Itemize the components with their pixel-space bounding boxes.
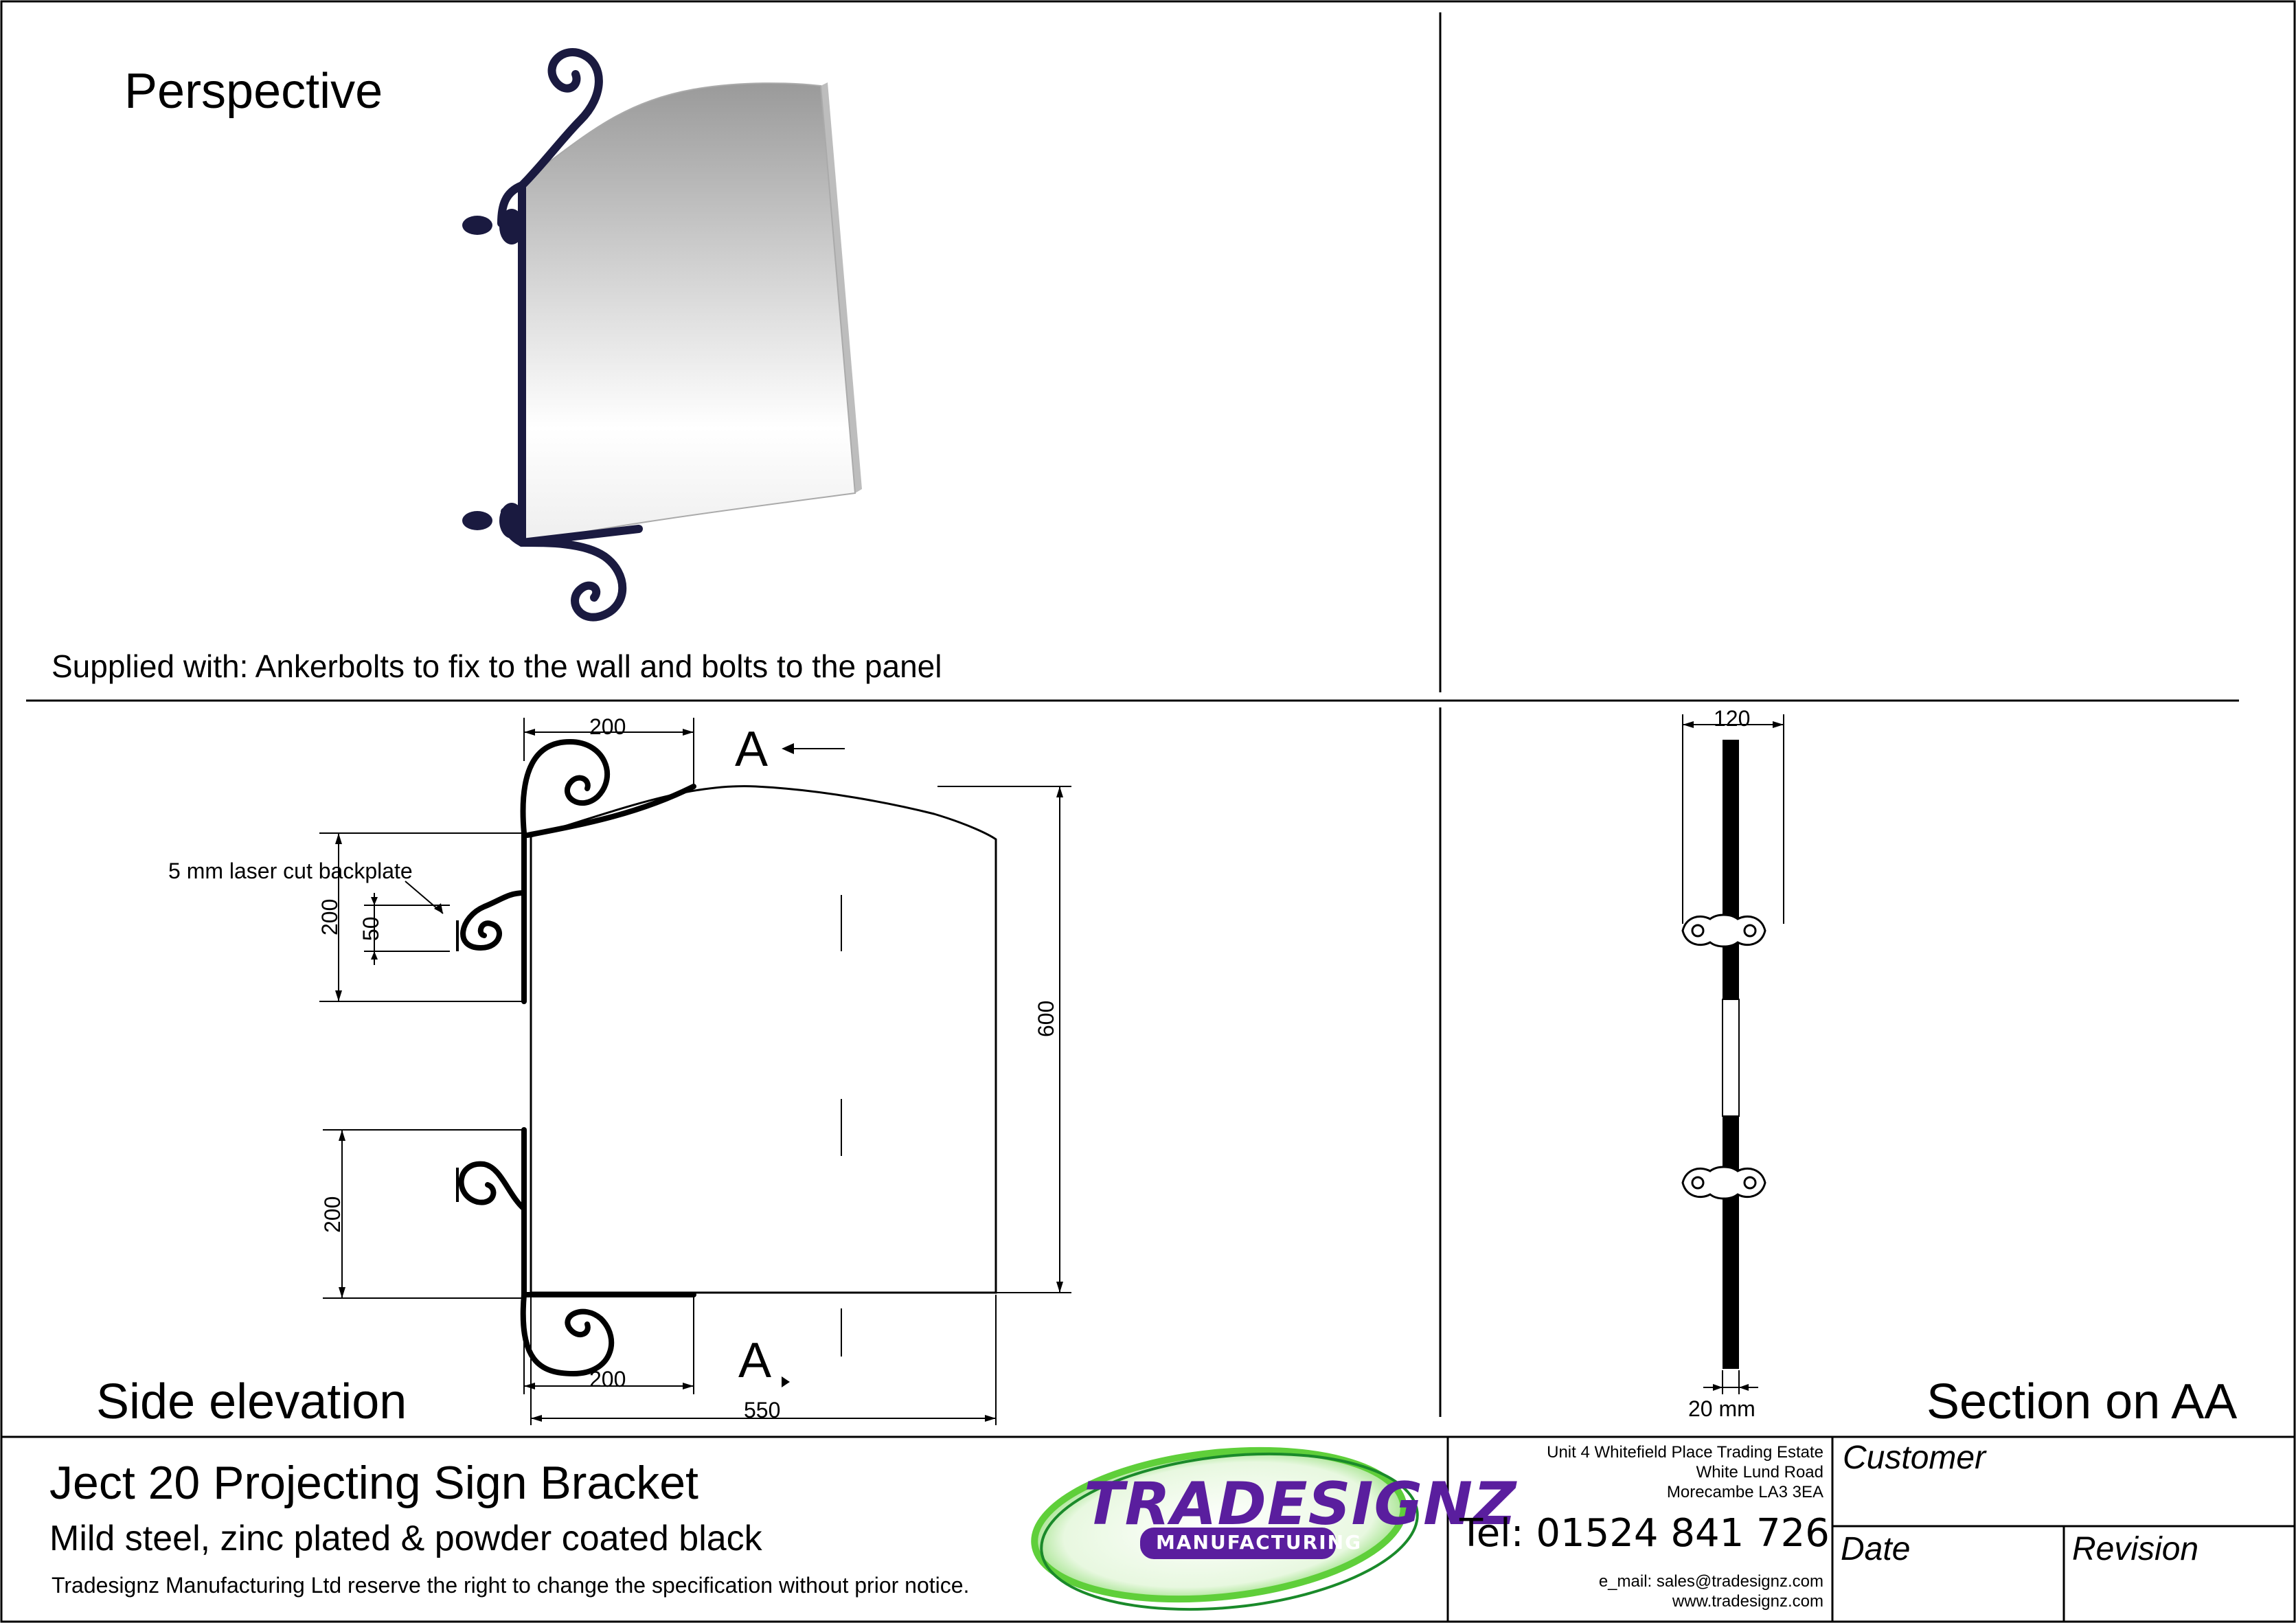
side-elevation-sign-panel — [530, 785, 997, 1294]
dimension-lines — [319, 718, 1071, 1425]
section-lower-plate — [1723, 1116, 1739, 1369]
perspective-sign-panel-edge — [821, 82, 862, 493]
section-fixing-plates — [1681, 913, 1766, 1200]
dim-upper-plate: 200 — [317, 898, 342, 935]
section-marker-bottom: A — [738, 1333, 772, 1388]
dim-section-thickness: 20 mm — [1688, 1396, 1755, 1421]
logo-wordmark: TRADESIGNZ — [1084, 1470, 1517, 1539]
company-address: Unit 4 Whitefield Place Trading Estate W… — [1547, 1442, 1823, 1502]
dim-lower-plate: 200 — [320, 1196, 345, 1233]
company-contact: e_mail: sales@tradesignz.com www.tradesi… — [1599, 1571, 1823, 1611]
date-label: Date — [1841, 1531, 1911, 1567]
dim-bracket-bottom: 200 — [589, 1367, 626, 1392]
tradesignz-logo — [1031, 1446, 1419, 1611]
revision-label: Revision — [2072, 1531, 2199, 1567]
backplate-note: 5 mm laser cut backplate — [168, 859, 413, 883]
perspective-render — [462, 48, 862, 622]
dim-panel-height: 600 — [1034, 1000, 1058, 1037]
address-line-2: White Lund Road — [1696, 1463, 1823, 1482]
section-marker-top: A — [735, 722, 769, 777]
perspective-bracket — [497, 48, 643, 622]
email-address: e_mail: sales@tradesignz.com — [1598, 1572, 1823, 1591]
perspective-title: Perspective — [124, 64, 383, 119]
dim-bracket-top: 200 — [589, 714, 626, 739]
section-panel-gap — [1722, 999, 1740, 1117]
material-spec: Mild steel, zinc plated & powder coated … — [49, 1519, 762, 1558]
address-line-3: Morecambe LA3 3EA — [1666, 1483, 1823, 1501]
section-aa-drawing — [1681, 714, 1784, 1394]
disclaimer-note: Tradesignz Manufacturing Ltd reserve the… — [52, 1573, 970, 1598]
telephone-number: Tel: 01524 841 726 — [1459, 1511, 1830, 1556]
side-elevation-title: Side elevation — [96, 1374, 407, 1429]
perspective-sign-panel — [521, 82, 856, 544]
dim-panel-width: 550 — [744, 1398, 781, 1422]
customer-label: Customer — [1843, 1440, 1986, 1476]
perspective-wall-bolts — [462, 209, 524, 538]
logo-subtext: MANUFACTURING — [1156, 1531, 1363, 1554]
dimension-arrowheads — [335, 729, 1063, 1422]
supplied-with-note: Supplied with: Ankerbolts to fix to the … — [52, 648, 942, 684]
section-upper-plate — [1723, 740, 1739, 999]
side-elevation-drawing — [456, 738, 997, 1377]
section-aa-title: Section on AA — [1926, 1374, 2238, 1429]
side-elevation-bracket — [458, 738, 696, 1377]
website-address: www.tradesignz.com — [1672, 1592, 1823, 1611]
dim-section-width: 120 — [1714, 706, 1751, 731]
address-line-1: Unit 4 Whitefield Place Trading Estate — [1547, 1443, 1823, 1462]
dim-bolt-spacing: 50 — [359, 916, 383, 941]
product-title: Ject 20 Projecting Sign Bracket — [49, 1457, 698, 1509]
